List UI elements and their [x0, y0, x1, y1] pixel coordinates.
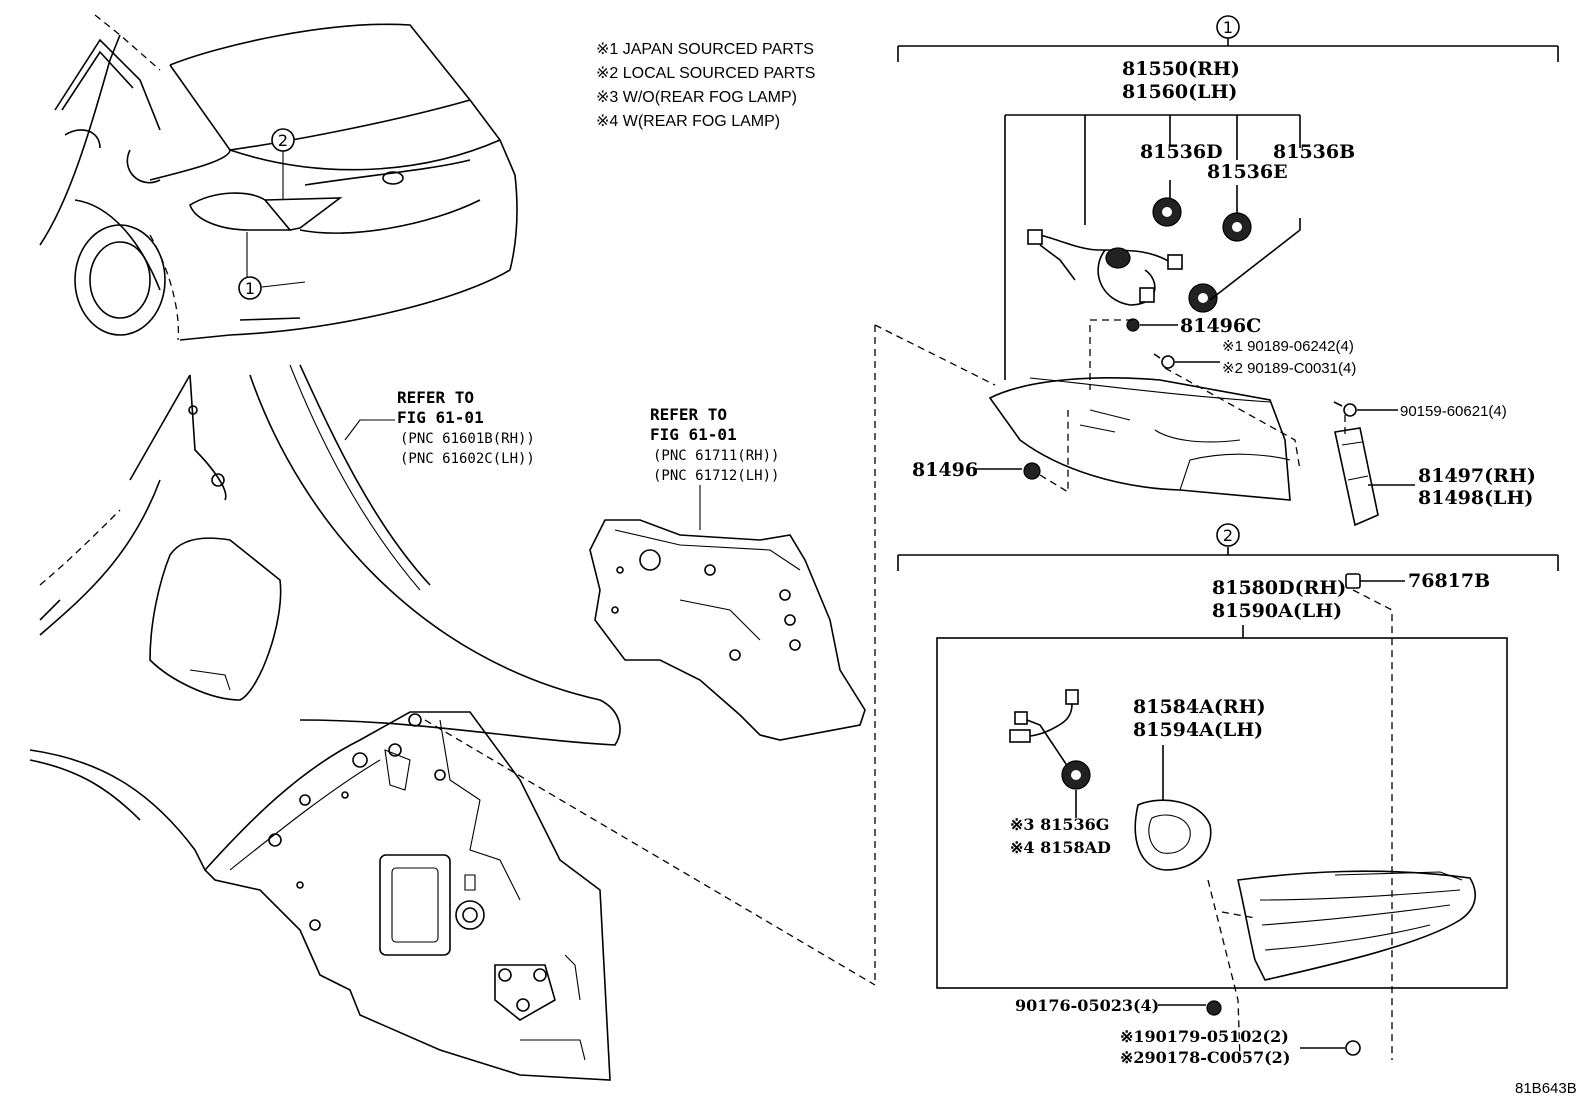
dash-81496c: [1089, 319, 1133, 390]
dash-lamp-2: [1207, 879, 1241, 1061]
note-with-fog: ※4 W(REAR FOG LAMP): [596, 113, 780, 130]
inner-panel-illustration: [589, 519, 866, 741]
refer-b-pnc2: (PNC 61712(LH)): [653, 468, 779, 484]
dash-76817b: [1352, 589, 1393, 1060]
dash-90189: [1164, 367, 1301, 471]
rear-combination-lamp-1: [988, 377, 1291, 501]
part-90178-c0057: ※290178-C0057(2): [1120, 1048, 1290, 1067]
part-81496: 81496: [912, 459, 978, 481]
part-81560-lh: 81560(LH): [1122, 81, 1237, 103]
note-without-fog: ※3 W/O(REAR FOG LAMP): [596, 89, 797, 106]
wire-harness-1: [1027, 229, 1183, 306]
gasket-81497: [1334, 427, 1379, 527]
part-81498-lh: 81498(LH): [1418, 487, 1533, 509]
wire-harness-2: [1009, 689, 1079, 771]
part-8158ad: ※4 8158AD: [1010, 838, 1111, 857]
refer-a-line2: FIG 61-01: [397, 408, 484, 427]
part-90189-c0031: ※2 90189-C0031(4): [1222, 360, 1356, 377]
group-2-bracket: [897, 547, 1559, 571]
group-2-number: 2: [1223, 526, 1233, 545]
wheelhouse-panel-illustration: [203, 711, 611, 1081]
callout-2-circle: [271, 128, 295, 152]
socket-81536e: [1222, 212, 1252, 242]
car-rear-illustration: [39, 14, 518, 341]
group-1-bracket: [897, 38, 1559, 62]
part-90179-05102: ※190179-05102(2): [1120, 1027, 1289, 1046]
refer-a-pnc2: (PNC 61602C(LH)): [400, 451, 535, 467]
part-81584a-rh: 81584A(RH): [1133, 696, 1266, 718]
callout-1-label: 1: [245, 279, 255, 298]
socket-81536d: [1152, 197, 1182, 227]
socket-81536b: [1188, 283, 1218, 313]
dash-81496: [1039, 410, 1069, 494]
quarter-panel-illustration: [29, 364, 621, 871]
part-81497-rh: 81497(RH): [1418, 465, 1536, 487]
group-1-assy-bracket: [1004, 114, 1301, 380]
rear-combination-lamp-2: [1237, 870, 1476, 981]
socket-81536g: [1061, 760, 1091, 790]
refer-a-pnc1: (PNC 61601B(RH)): [400, 431, 535, 447]
part-81536d: 81536D: [1140, 141, 1223, 163]
nut-90179: [1345, 1040, 1361, 1056]
part-90189-06242: ※1 90189-06242(4): [1222, 338, 1354, 355]
part-81496c: 81496C: [1180, 315, 1261, 337]
refer-b-line1: REFER TO: [650, 405, 727, 424]
group-2-circle: [1216, 523, 1240, 547]
clip-81496c: [1126, 318, 1140, 332]
part-90176-05023: 90176-05023(4): [1015, 996, 1159, 1015]
part-90159-60621: 90159-60621(4): [1400, 403, 1507, 420]
part-81550-rh: 81550(RH): [1122, 58, 1240, 80]
part-81580d-rh: 81580D(RH): [1212, 577, 1346, 599]
refer-a-line1: REFER TO: [397, 388, 474, 407]
leader-81536b: [1209, 218, 1301, 301]
gasket-81584a: [1134, 799, 1212, 871]
group-2-assy-box: [936, 637, 1508, 989]
clip-81496: [1023, 462, 1041, 480]
refer-a-leader: [344, 419, 395, 441]
dash-lamp-2b: [1221, 911, 1256, 919]
note-japan-sourced: ※1 JAPAN SOURCED PARTS: [596, 41, 814, 58]
refer-b-pnc1: (PNC 61711(RH)): [653, 448, 779, 464]
callout-1-circle: [238, 276, 262, 300]
refer-b-line2: FIG 61-01: [650, 425, 737, 444]
diagram-code: 81B643B: [1515, 1080, 1577, 1097]
group-1-circle: [1216, 15, 1240, 39]
part-81536e: 81536E: [1207, 161, 1288, 183]
callout-2-label: 2: [278, 131, 288, 150]
leader-dash-a: [424, 719, 876, 986]
part-76817b: 76817B: [1408, 570, 1490, 592]
screw-90159: [1333, 401, 1357, 417]
part-81536g: ※3 81536G: [1010, 815, 1109, 834]
leader-dash-b: [874, 324, 996, 386]
screw-90189: [1153, 353, 1175, 369]
group-1-number: 1: [1223, 18, 1233, 37]
part-81590a-lh: 81590A(LH): [1212, 600, 1342, 622]
part-81536b: 81536B: [1273, 141, 1355, 163]
part-81594a-lh: 81594A(LH): [1133, 719, 1263, 741]
clip-76817b: [1345, 573, 1361, 589]
nut-90176: [1206, 1000, 1222, 1016]
note-local-sourced: ※2 LOCAL SOURCED PARTS: [596, 65, 815, 82]
